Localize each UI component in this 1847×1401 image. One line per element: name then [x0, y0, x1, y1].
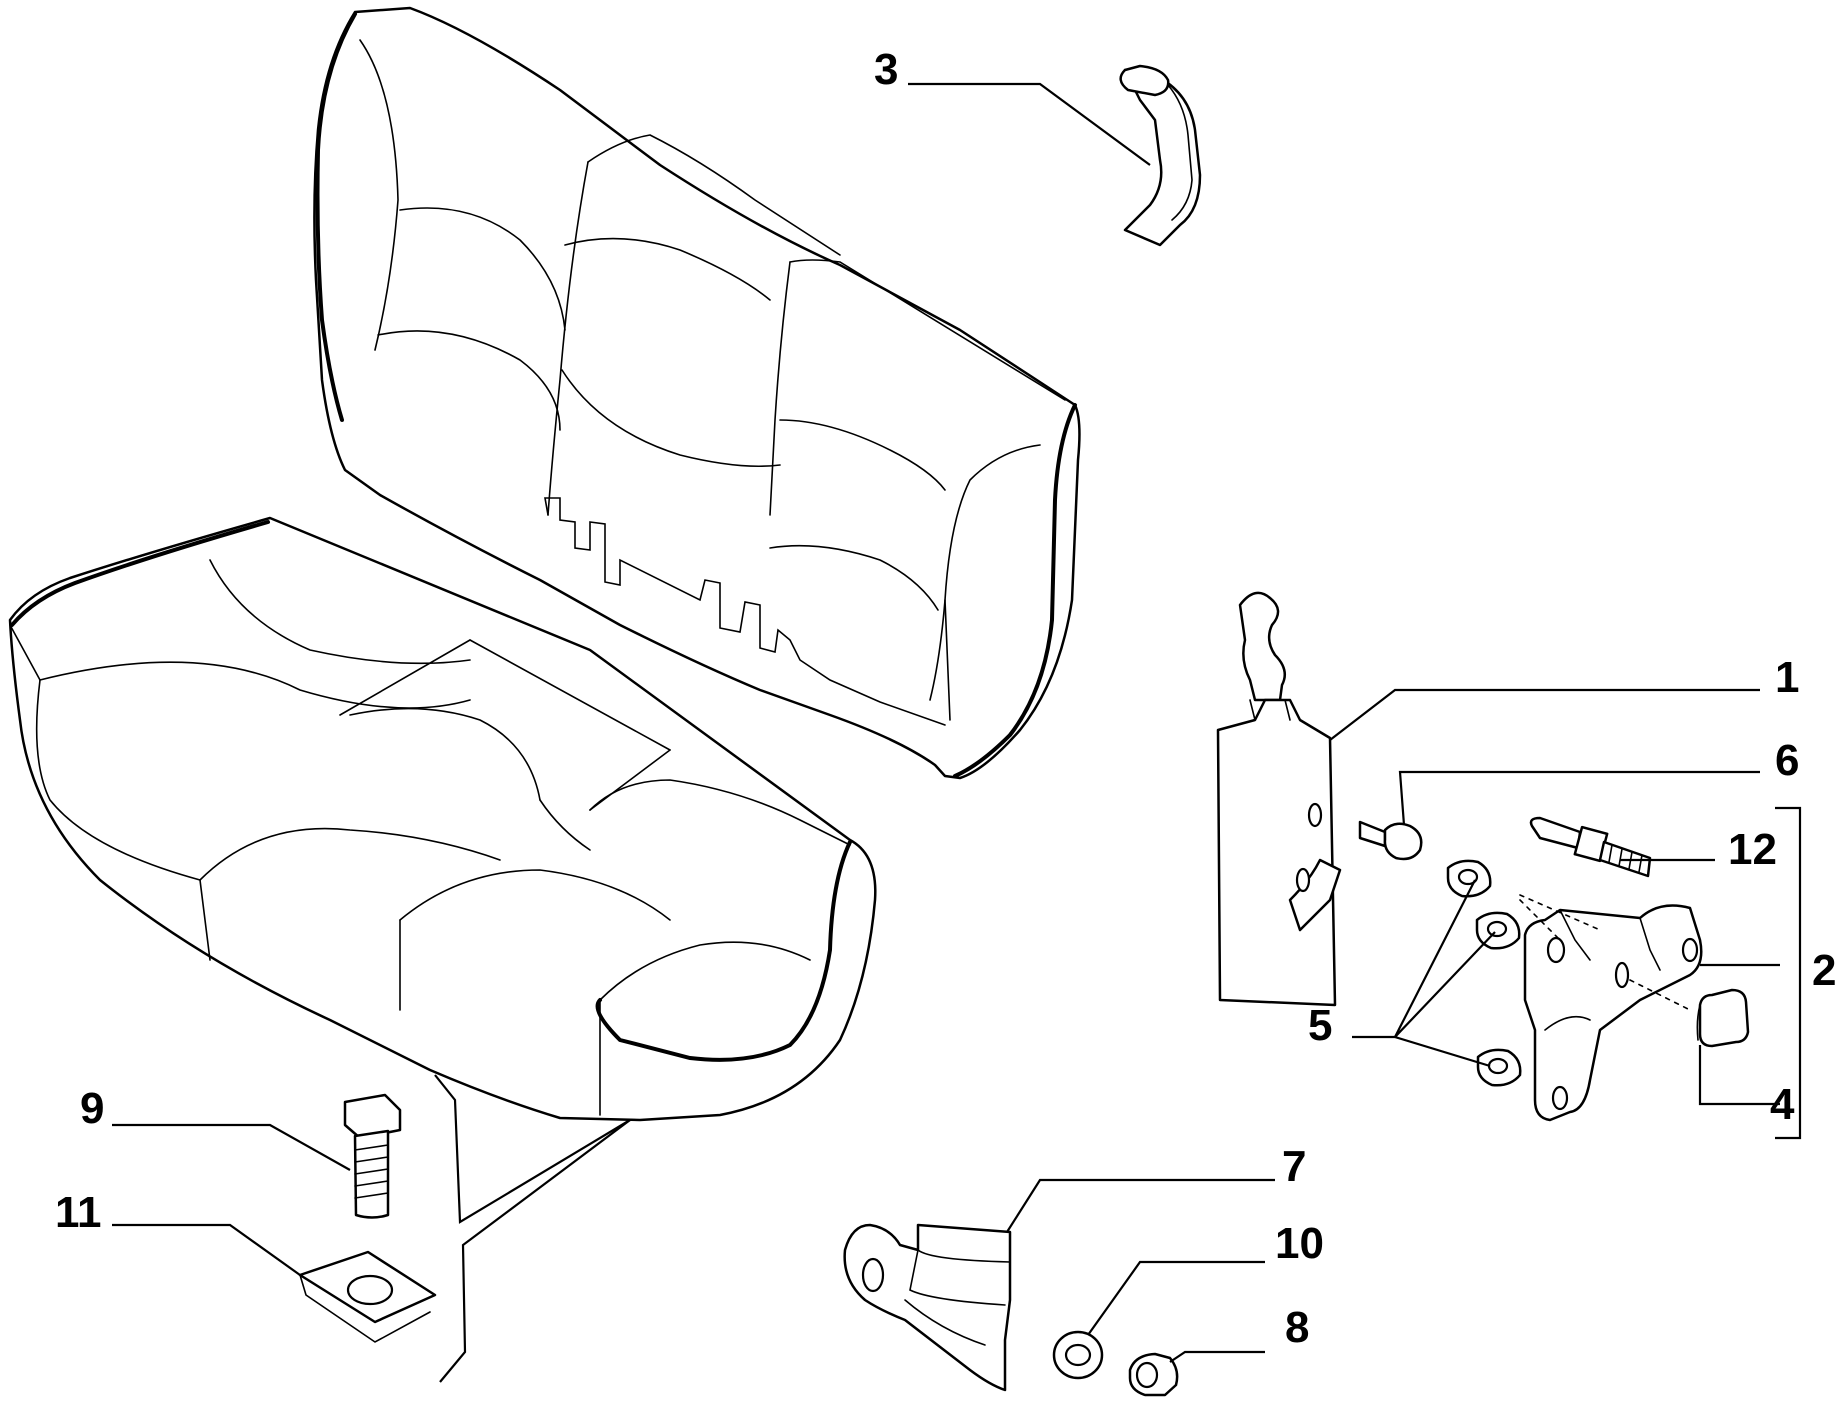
callout-8: 8: [1285, 1303, 1309, 1352]
part-12-stud-bolt: [1529, 816, 1652, 878]
seat-cushion: [8, 516, 877, 1122]
part-5-nuts: [1446, 859, 1522, 1087]
leader-lines: [112, 82, 1802, 1383]
part-10-washer: [1052, 1330, 1104, 1380]
callout-7: 7: [1282, 1142, 1306, 1191]
part-4-plate: [1696, 988, 1750, 1048]
callout-5: 5: [1308, 1001, 1332, 1050]
callout-11: 11: [55, 1188, 102, 1237]
part-3-seat-strap: [1119, 64, 1202, 247]
callout-12: 12: [1728, 825, 1777, 874]
part-8-nut: [1128, 1352, 1179, 1397]
callout-10: 10: [1275, 1219, 1324, 1268]
seat-backrest: [313, 6, 1081, 780]
callout-labels: 1 2 3 4 5 6 7 8 9 10 11 12: [55, 45, 1836, 1352]
callout-4: 4: [1770, 1080, 1795, 1129]
part-9-bolt: [343, 1093, 402, 1219]
callout-9: 9: [80, 1084, 104, 1133]
part-1-seat-latch: [1216, 591, 1342, 1007]
callout-1: 1: [1775, 653, 1799, 702]
part-6-screw: [1358, 820, 1423, 861]
callout-3: 3: [874, 45, 898, 94]
part-11-square-washer: [298, 1250, 437, 1343]
part-2-hinge-bracket: [1519, 894, 1703, 1122]
callout-2: 2: [1812, 946, 1836, 995]
callout-6: 6: [1775, 736, 1799, 785]
part-7-bracket: [843, 1223, 1012, 1392]
